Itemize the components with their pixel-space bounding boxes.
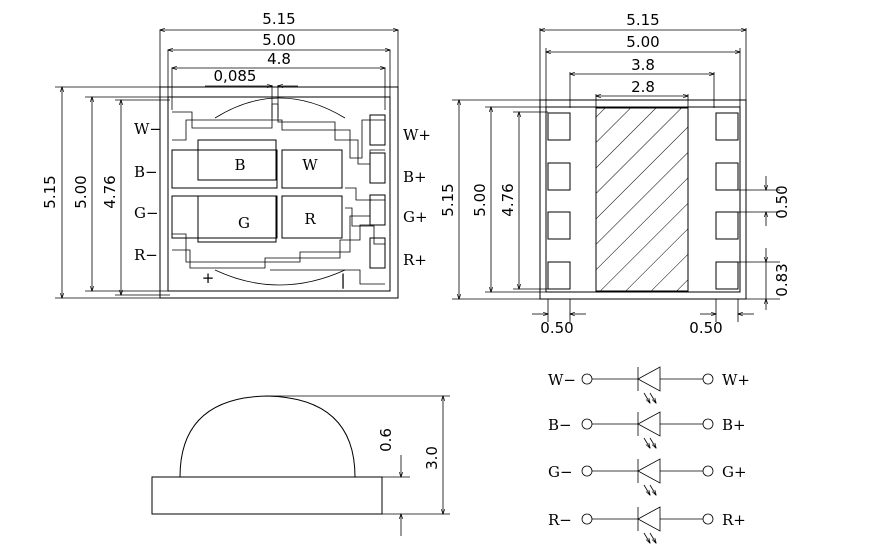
schematic-row: W− W+ [548,366,750,403]
top-dome-arc-bottom [214,269,346,286]
side-dim-total-height: 3.0 [423,446,441,470]
light-arrow [649,532,656,543]
diode-triangle [637,506,661,532]
side-base [151,476,383,515]
top-dim-height-pad: 4.76 [101,175,119,208]
schematic-label-minus: G− [548,463,573,481]
terminal-plus [702,513,714,525]
schematic-row: B− B+ [548,411,746,448]
schematic-label-minus: B− [548,416,572,434]
bottom-dim-height-pad: 4.76 [499,183,517,216]
top-dim-height-inner: 5.00 [72,175,90,208]
top-dim-height-outer: 5.15 [41,175,59,208]
diode-triangle [637,411,661,437]
bottom-pad-left-1 [547,112,571,141]
schematic-label-minus: R− [548,511,572,529]
diode-triangle [637,366,661,392]
terminal-plus [702,373,714,385]
bottom-dim-pad-pitch: 0.50 [773,185,791,218]
pad-r-plus [369,237,386,269]
terminal-plus [702,465,714,477]
bottom-pad-right-2 [715,162,739,191]
schematic: W− W+ B− B+ G− G+ R− R+ [548,366,750,543]
terminal-minus [581,373,593,385]
bottom-pad-left-2 [547,162,571,191]
polarity-minus: | [340,271,345,289]
pad-w-plus [369,114,386,146]
schematic-label-minus: W− [548,371,576,389]
bottom-dim-thermal-outer: 3.8 [631,56,655,74]
top-package-outer [159,86,399,299]
die-label-r: R [304,210,316,228]
bottom-dim-height-inner: 5.00 [471,183,489,216]
top-dome-arc-top [214,97,346,119]
bottom-dim-pad-height: 0.83 [773,263,791,296]
bottom-dim-pad-right: 0.50 [689,319,722,337]
top-package-inner [167,96,391,292]
top-dim-width-pad: 4.8 [267,50,291,68]
light-arrow [643,484,650,495]
die-label-b: B [234,156,245,174]
light-arrow [643,392,650,403]
die-label-g: G [238,214,250,232]
pin-label-r-minus: R− [134,246,158,264]
side-dim-base-height: 0.6 [377,428,395,452]
bottom-dim-width-inner: 5.00 [626,33,659,51]
bottom-dim-height-outer: 5.15 [439,183,457,216]
schematic-label-plus: R+ [722,511,746,529]
side-dome [179,395,356,478]
light-arrow [643,532,650,543]
top-dim-width-inner: 5.00 [262,31,295,49]
diode-triangle [637,458,661,484]
terminal-minus [581,418,593,430]
die-pad-r [281,195,343,239]
top-view: 5.15 5.00 4.8 0,085 5.15 5.00 4.76 [41,10,431,298]
schematic-label-plus: B+ [722,416,746,434]
light-arrow [643,437,650,448]
bottom-pad-left-3 [547,211,571,240]
die-g [197,195,277,243]
bottom-package-inner [545,106,741,293]
top-dim-width-outer: 5.15 [262,10,295,28]
light-arrow [649,484,656,495]
schematic-label-plus: W+ [722,371,750,389]
schematic-row: R− R+ [548,506,746,543]
bottom-pad-right-4 [715,261,739,290]
pin-label-r-plus: R+ [403,251,427,269]
pin-label-g-plus: G+ [403,208,428,226]
pin-label-g-minus: G− [134,204,159,222]
light-arrow [649,392,656,403]
bottom-dim-thermal-inner: 2.8 [631,78,655,96]
schematic-row: G− G+ [548,458,747,495]
bottom-pad-right-1 [715,112,739,141]
pin-label-b-minus: B− [134,163,158,181]
side-view: 0.6 3.0 [151,395,450,536]
schematic-label-plus: G+ [722,463,747,481]
pad-b-plus [369,152,386,184]
pin-label-b-plus: B+ [403,168,427,186]
bottom-package-outer [539,99,747,300]
light-arrow [649,437,656,448]
die-pad-g [171,195,278,239]
top-dim-gap: 0,085 [214,67,257,85]
bottom-pad-left-4 [547,261,571,290]
die-label-w: W [302,156,318,174]
pad-g-plus [369,194,386,226]
pin-label-w-minus: W− [134,120,162,138]
die-b [197,139,277,181]
bottom-dim-width-outer: 5.15 [626,11,659,29]
die-pad-w [281,149,343,189]
polarity-plus: + [202,269,215,287]
bottom-pad-right-3 [715,211,739,240]
terminal-minus [581,513,593,525]
bottom-dim-pad-left: 0.50 [540,319,573,337]
terminal-minus [581,465,593,477]
bottom-view: 5.15 5.00 3.8 2.8 5.15 5.00 4.76 0.50 0.… [439,11,791,337]
terminal-plus [702,418,714,430]
pin-label-w-plus: W+ [403,126,431,144]
thermal-pad [595,107,689,292]
die-pad-b [171,149,278,189]
